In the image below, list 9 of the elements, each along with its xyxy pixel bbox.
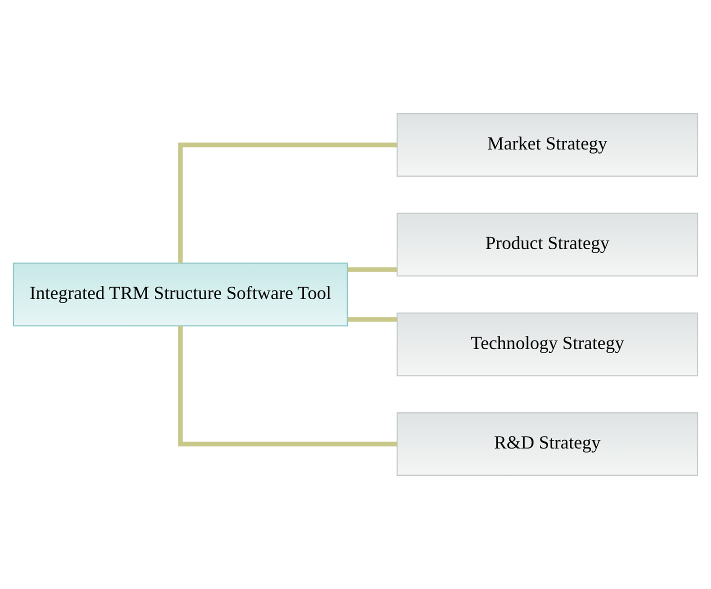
node-box: R&D Strategy [396, 412, 698, 476]
connector [348, 317, 398, 322]
node-box: Product Strategy [396, 212, 698, 277]
node-box: Integrated TRM Structure Software Tool [12, 262, 348, 326]
connector [348, 267, 398, 272]
connector [178, 326, 398, 446]
connector [178, 142, 398, 264]
node-box: Technology Strategy [396, 312, 698, 376]
node-box: Market Strategy [396, 113, 698, 177]
